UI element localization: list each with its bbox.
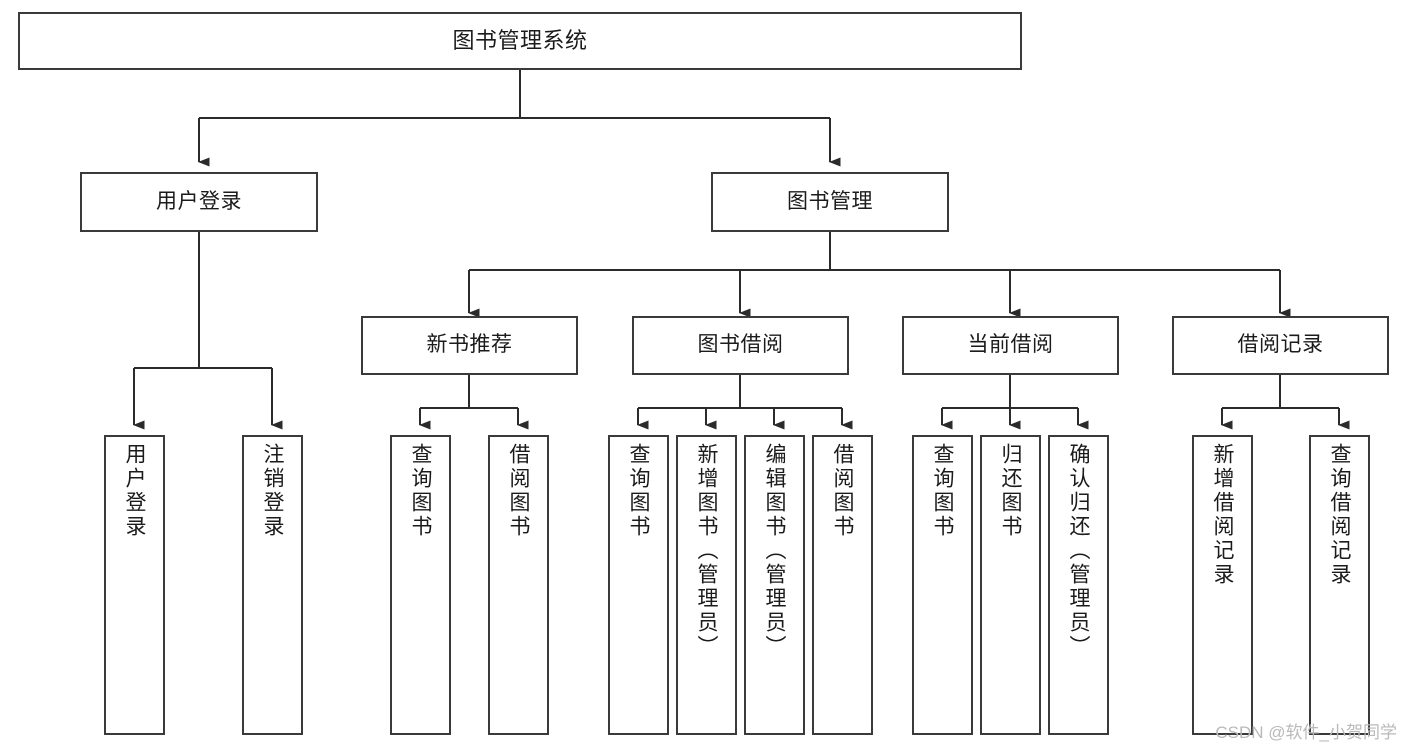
- node-label: 当前借阅: [967, 333, 1054, 357]
- node-label: 归还图书: [999, 443, 1022, 539]
- node-leaf-query-borrow-record[interactable]: 查询借阅记录: [1309, 435, 1370, 735]
- node-label: 图书借阅: [697, 333, 784, 357]
- node-leaf-query-book-recommend[interactable]: 查询图书: [390, 435, 451, 735]
- node-label: 新增借阅记录: [1211, 443, 1234, 587]
- node-root-library-system[interactable]: 图书管理系统: [18, 12, 1022, 70]
- node-label: 新书推荐: [426, 333, 513, 357]
- csdn-watermark: CSDN @软件_小贺同学: [1215, 723, 1397, 742]
- node-book-borrow[interactable]: 图书借阅: [632, 316, 849, 375]
- node-leaf-user-login[interactable]: 用户登录: [104, 435, 165, 735]
- node-leaf-add-borrow-record[interactable]: 新增借阅记录: [1192, 435, 1253, 735]
- node-user-login[interactable]: 用户登录: [80, 172, 318, 232]
- node-leaf-edit-book-admin[interactable]: 编辑图书（管理员）: [744, 435, 805, 735]
- node-label: 确认归还（管理员）: [1067, 443, 1090, 659]
- node-leaf-logout[interactable]: 注销登录: [242, 435, 303, 735]
- node-leaf-borrow-book[interactable]: 借阅图书: [812, 435, 873, 735]
- node-label: 查询图书: [627, 443, 650, 539]
- node-label: 借阅记录: [1237, 333, 1324, 357]
- node-leaf-query-book-current[interactable]: 查询图书: [912, 435, 973, 735]
- node-label: 注销登录: [261, 443, 284, 539]
- node-label: 图书管理: [787, 189, 873, 213]
- node-label: 新增图书（管理员）: [695, 443, 718, 659]
- node-label: 编辑图书（管理员）: [763, 443, 786, 659]
- node-label: 借阅图书: [831, 443, 854, 539]
- node-leaf-add-book-admin[interactable]: 新增图书（管理员）: [676, 435, 737, 735]
- node-leaf-return-book[interactable]: 归还图书: [980, 435, 1041, 735]
- node-label: 图书管理系统: [452, 28, 588, 54]
- node-borrow-record[interactable]: 借阅记录: [1172, 316, 1389, 375]
- node-label: 查询图书: [409, 443, 432, 539]
- node-label: 用户登录: [123, 443, 146, 539]
- node-leaf-borrow-book-recommend[interactable]: 借阅图书: [488, 435, 549, 735]
- node-current-borrow[interactable]: 当前借阅: [902, 316, 1119, 375]
- node-label: 查询借阅记录: [1328, 443, 1351, 587]
- node-label: 用户登录: [156, 189, 242, 213]
- node-book-management[interactable]: 图书管理: [711, 172, 949, 232]
- node-new-book-recommend[interactable]: 新书推荐: [361, 316, 578, 375]
- node-leaf-query-book-borrow[interactable]: 查询图书: [608, 435, 669, 735]
- node-label: 查询图书: [931, 443, 954, 539]
- node-leaf-confirm-return-admin[interactable]: 确认归还（管理员）: [1048, 435, 1109, 735]
- node-label: 借阅图书: [507, 443, 530, 539]
